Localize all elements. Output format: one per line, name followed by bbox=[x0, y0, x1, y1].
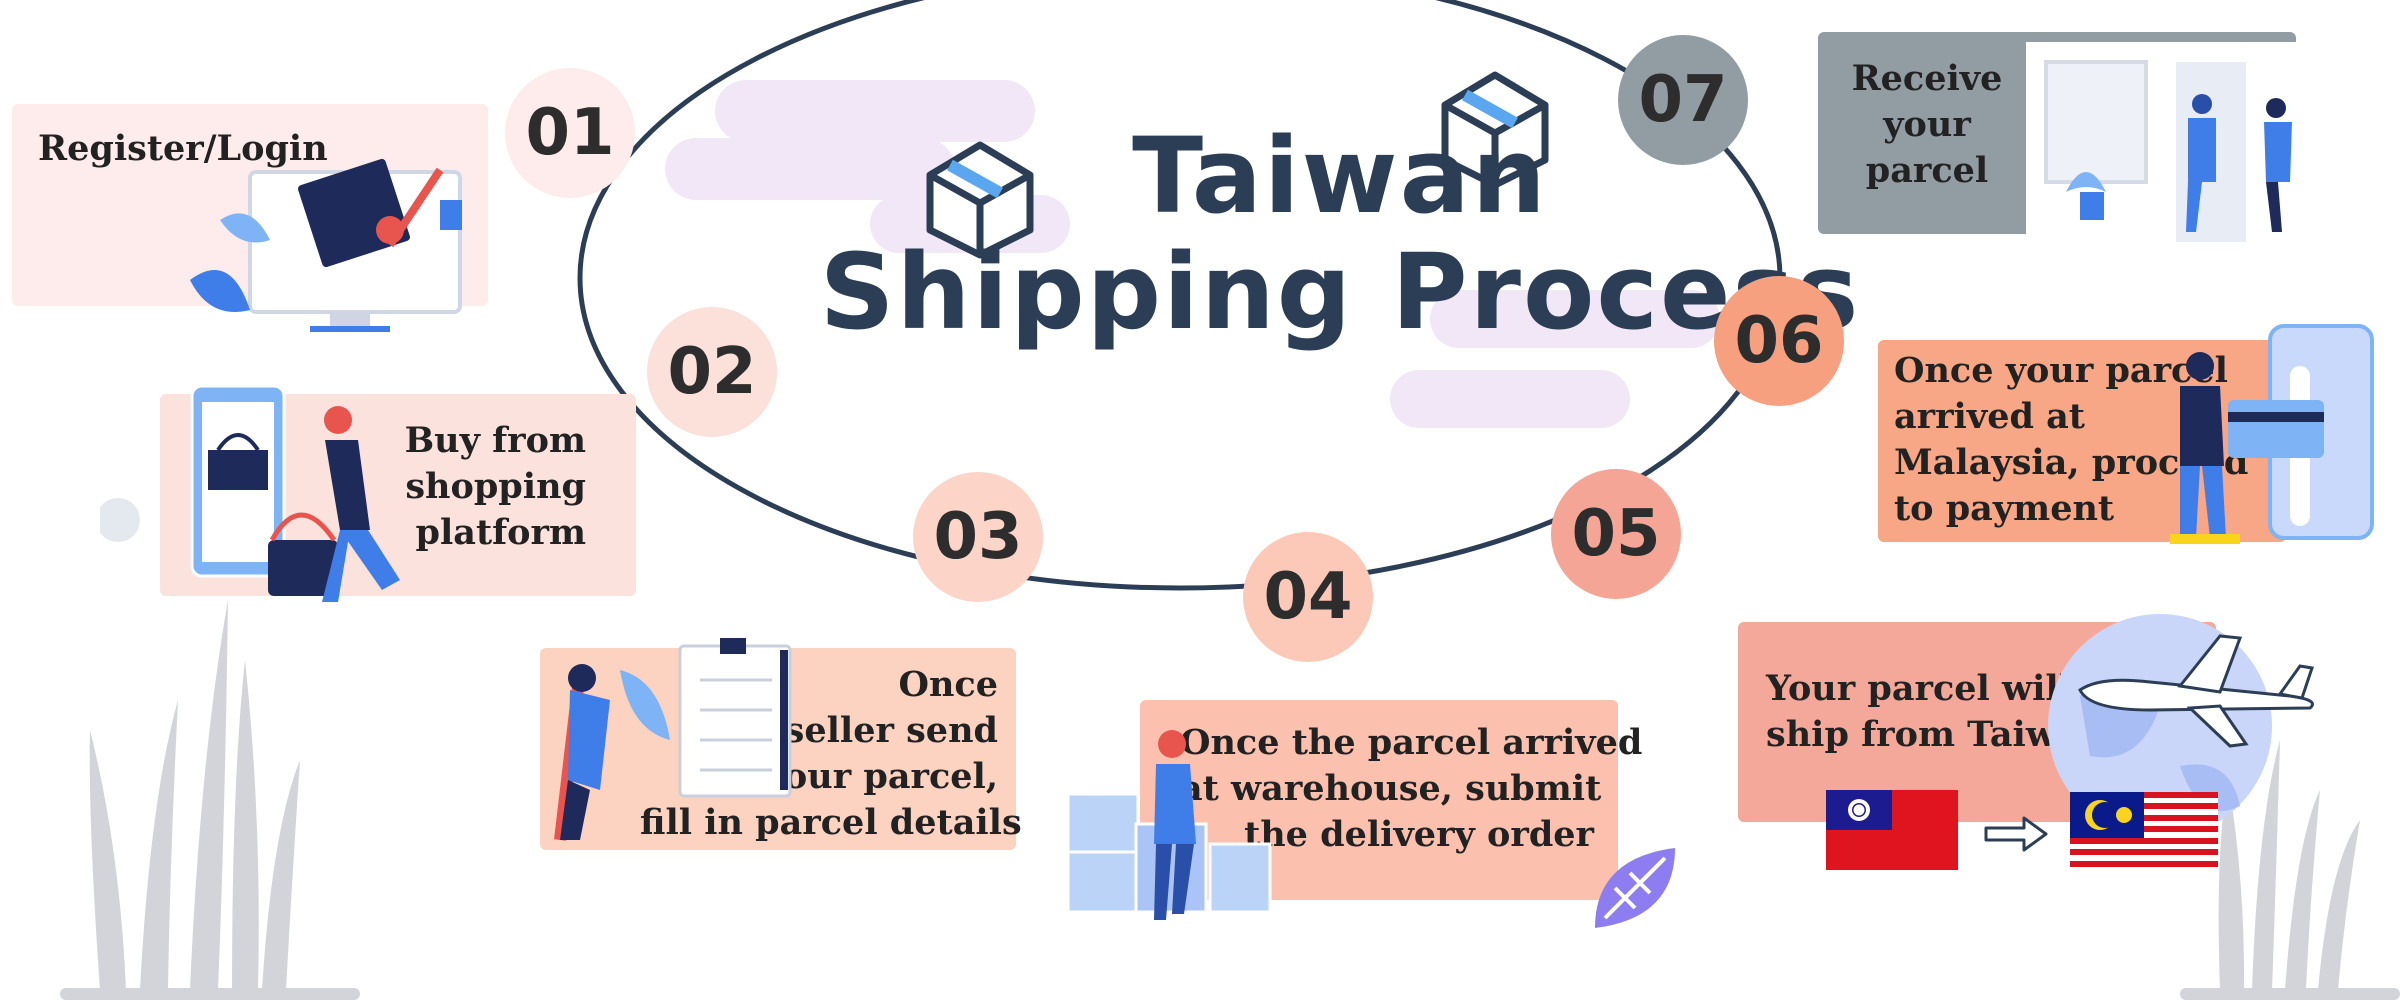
clipboard-icon bbox=[554, 638, 792, 841]
cloud-shape bbox=[665, 80, 1720, 428]
step-02-line: shopping bbox=[405, 466, 586, 507]
step-01-circle: 01 bbox=[505, 68, 635, 198]
card-payment-icon bbox=[2170, 324, 2374, 544]
step-03-number: 03 bbox=[933, 500, 1023, 574]
title-line-1: Taiwan bbox=[1132, 115, 1548, 237]
step-04-line: the delivery order bbox=[1244, 814, 1594, 855]
arrow-right-icon bbox=[1984, 816, 2048, 852]
step-05-number: 05 bbox=[1571, 497, 1661, 571]
step-03-circle: 03 bbox=[913, 472, 1043, 602]
step-05-line: Your parcel will bbox=[1766, 668, 2073, 709]
step-01-number: 01 bbox=[525, 96, 615, 170]
door-icon bbox=[2026, 42, 2322, 242]
taiwan-flag-icon bbox=[1826, 790, 1958, 870]
warehouse-worker-illustration bbox=[1066, 730, 1272, 920]
step-07-text: Receive your parcel bbox=[1838, 56, 2016, 194]
step-04-circle: 04 bbox=[1243, 532, 1373, 662]
step-05-line: ship from Taiwan bbox=[1766, 714, 2105, 755]
step-04-line: at warehouse, submit bbox=[1180, 768, 1602, 809]
step-03-text: Once seller send your parcel, fill in pa… bbox=[640, 662, 1022, 846]
step-07-line: parcel bbox=[1865, 150, 1989, 191]
step-02-line: Buy from bbox=[404, 420, 586, 461]
step-07-line: Receive bbox=[1851, 58, 2003, 99]
step-04-line: Once the parcel arrived bbox=[1180, 722, 1643, 763]
box-icon bbox=[926, 141, 1034, 259]
step-06-line: to payment bbox=[1894, 488, 2115, 529]
step-05-circle: 05 bbox=[1551, 469, 1681, 599]
grass-left bbox=[60, 600, 360, 1000]
title-line-2: Shipping Process bbox=[819, 231, 1861, 353]
step-02-circle: 02 bbox=[647, 307, 777, 437]
page-title: Taiwan Shipping Process bbox=[760, 118, 1920, 350]
step-03-line: your parcel, bbox=[763, 756, 998, 797]
airplane-icon bbox=[2078, 634, 2314, 748]
step-02-line: platform bbox=[415, 512, 587, 553]
step-06-line: Once your parcel bbox=[1894, 350, 2228, 391]
phone-icon bbox=[100, 384, 400, 602]
step-03-line: Once bbox=[898, 664, 998, 705]
step-05-text: Your parcel will ship from Taiwan bbox=[1766, 666, 2104, 758]
step-07-line: your bbox=[1883, 104, 1971, 145]
basket-icon bbox=[268, 512, 338, 596]
malaysia-flag-icon bbox=[2070, 792, 2218, 872]
step-06-line: arrived at bbox=[1894, 396, 2085, 437]
leaf-icon bbox=[1595, 848, 1675, 928]
step-03-line: fill in parcel details bbox=[640, 802, 1022, 843]
step-02-text: Buy from shopping platform bbox=[380, 418, 586, 556]
step-04-text: Once the parcel arrived at warehouse, su… bbox=[1180, 720, 1643, 858]
step-01-label: Register/Login bbox=[38, 128, 328, 169]
step-06-circle: 06 bbox=[1714, 276, 1844, 406]
step-03-line: seller send bbox=[784, 710, 998, 751]
step-07-number: 07 bbox=[1638, 63, 1728, 137]
step-06-number: 06 bbox=[1734, 304, 1824, 378]
monitor-icon bbox=[190, 158, 462, 332]
step-06-text: Once your parcel arrived at Malaysia, pr… bbox=[1894, 348, 2248, 532]
box-icon bbox=[1441, 71, 1549, 189]
step-02-number: 02 bbox=[667, 335, 757, 409]
step-07-circle: 07 bbox=[1618, 35, 1748, 165]
grass-right bbox=[2180, 740, 2400, 1000]
step-04-number: 04 bbox=[1263, 560, 1353, 634]
